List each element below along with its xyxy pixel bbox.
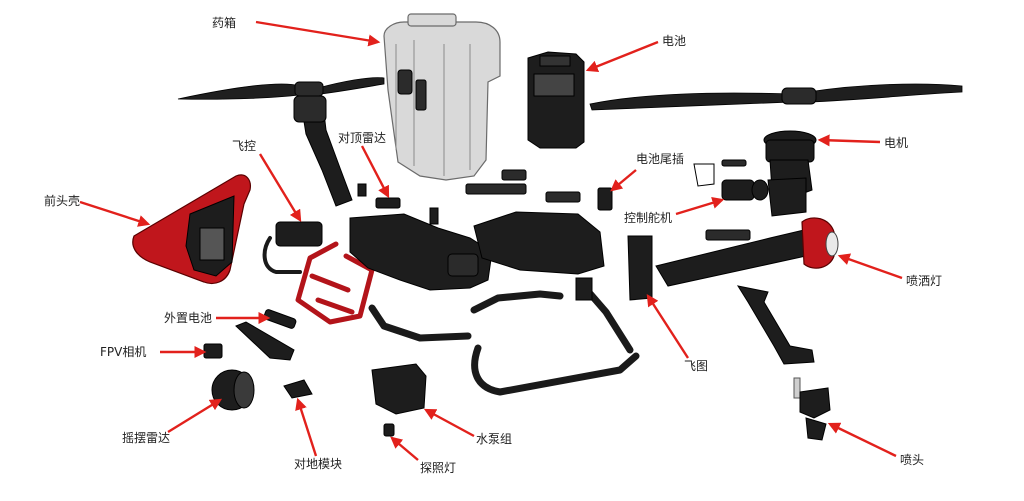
right-propeller [589,83,963,111]
label-flight-controller: 飞控 [232,139,256,153]
spray-light [801,217,839,269]
label-fpv-camera: FPV相机 [100,345,146,359]
left-propeller [177,77,385,100]
nozzle [793,377,831,441]
label-top-radar: 对顶雷达 [338,131,386,145]
central-body [295,213,493,342]
left-arm [293,95,353,207]
control-servo [693,159,807,217]
label-ground-module: 对地模块 [294,457,342,471]
tank [383,13,501,181]
label-flight-map: 飞图 [684,359,708,373]
label-control-servo: 控制舵机 [624,210,672,225]
label-motor: 电机 [884,136,908,150]
swing-radar [211,369,255,411]
label-external-battery: 外置电池 [164,311,212,325]
battery [527,51,585,149]
label-nozzle: 喷头 [900,453,924,467]
label-pump-group: 水泵组 [476,432,512,446]
label-battery-tail-plug: 电池尾插 [636,152,684,166]
motor [763,130,817,197]
right-boom [627,229,807,301]
landing-gear [470,277,640,396]
label-swing-radar: 摇摆雷达 [122,431,170,445]
ground-module [283,379,313,399]
flood-light [383,423,395,437]
front-shell [132,174,251,285]
fpv-camera [203,321,295,361]
pump-group [371,363,427,415]
annotation-arrows [79,20,903,461]
label-flood-light: 探照灯 [420,461,456,475]
lower-arm [736,285,815,365]
label-spray-light: 喷洒灯 [906,274,942,288]
external-battery [263,309,297,329]
label-tank: 药箱 [212,15,236,30]
label-battery: 电池 [662,34,686,48]
flight-controller [262,221,323,274]
battery-compartment [465,169,613,275]
label-front-shell: 前头壳 [44,193,80,208]
